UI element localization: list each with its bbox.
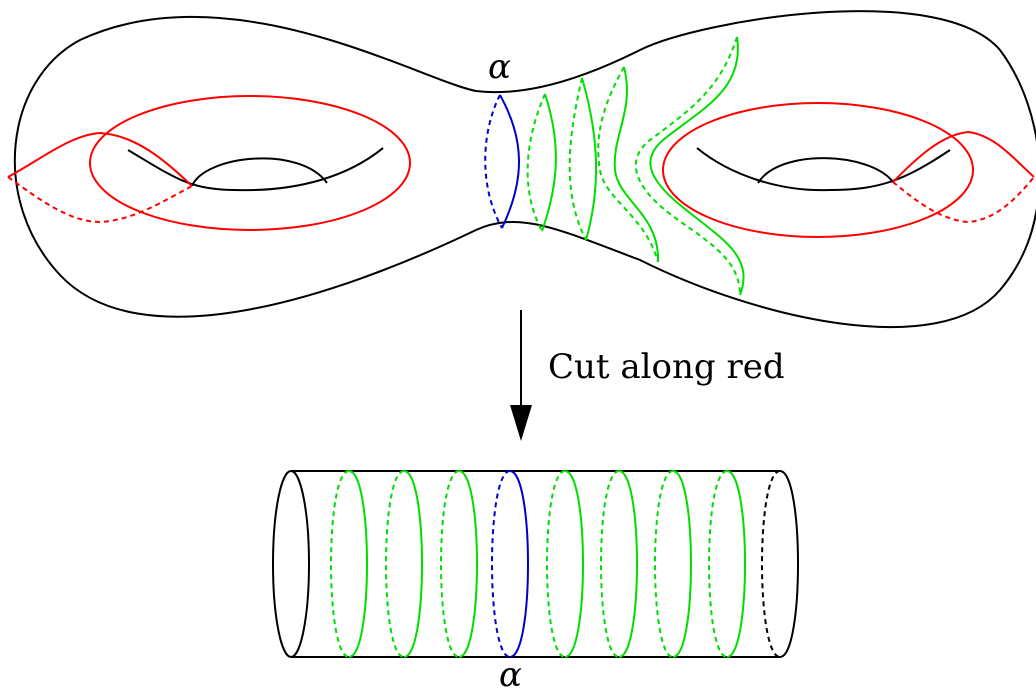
green-ring-4-back (546, 470, 566, 658)
cylinder-left-end (272, 470, 310, 658)
green-curve-4-back (634, 36, 741, 296)
alpha-ring-back (491, 470, 511, 658)
right-red-meridian-back (892, 176, 1035, 224)
green-curve-2-front (581, 77, 598, 241)
left-red-ellipse (89, 95, 411, 231)
green-curve-4-front (649, 36, 745, 296)
alpha-label-bottom: α (499, 655, 522, 688)
green-ring-3-back (440, 470, 460, 658)
green-rings-cylinder (330, 470, 746, 658)
green-ring-1-front (348, 470, 368, 658)
green-curve-3-back (597, 66, 659, 263)
cut-arrow: Cut along red (510, 310, 785, 441)
cylinder: α (272, 470, 799, 688)
green-ring-5-back (600, 470, 620, 658)
green-ring-3-front (458, 470, 478, 658)
left-red-meridian-front (7, 131, 193, 187)
right-red-meridian-front (892, 130, 1035, 183)
green-curve-2-back (568, 77, 587, 241)
left-hole-upper-curve (191, 157, 328, 187)
alpha-curve-back (484, 94, 503, 229)
cylinder-right-end-front (779, 470, 799, 658)
green-ring-4-front (564, 470, 584, 658)
left-hole-lower-curve (127, 147, 384, 192)
left-red-meridian-back (7, 176, 193, 224)
green-ring-7-back (708, 470, 728, 658)
green-ring-6-front (672, 470, 692, 658)
surface-outline (13, 10, 1036, 329)
right-red-ellipse (662, 102, 974, 238)
green-curve-3-front (613, 66, 660, 263)
alpha-label-top: α (488, 47, 511, 87)
green-ring-6-back (654, 470, 674, 658)
cylinder-right-end-back (761, 470, 781, 658)
green-ring-7-front (726, 470, 746, 658)
green-curve-1-front (541, 93, 557, 232)
green-ring-5-front (618, 470, 638, 658)
right-hole-lower-curve (696, 147, 951, 192)
green-curves-surface (526, 36, 745, 296)
arrow-label: Cut along red (548, 347, 785, 387)
alpha-ring-front (509, 470, 529, 658)
arrow-head (510, 405, 532, 441)
green-ring-2-front (403, 470, 423, 658)
green-curve-1-back (526, 93, 546, 232)
green-ring-2-back (385, 470, 405, 658)
alpha-curve-front (499, 94, 520, 229)
green-ring-1-back (330, 470, 350, 658)
genus-two-surface: α (7, 10, 1036, 329)
right-hole-upper-curve (757, 157, 894, 184)
